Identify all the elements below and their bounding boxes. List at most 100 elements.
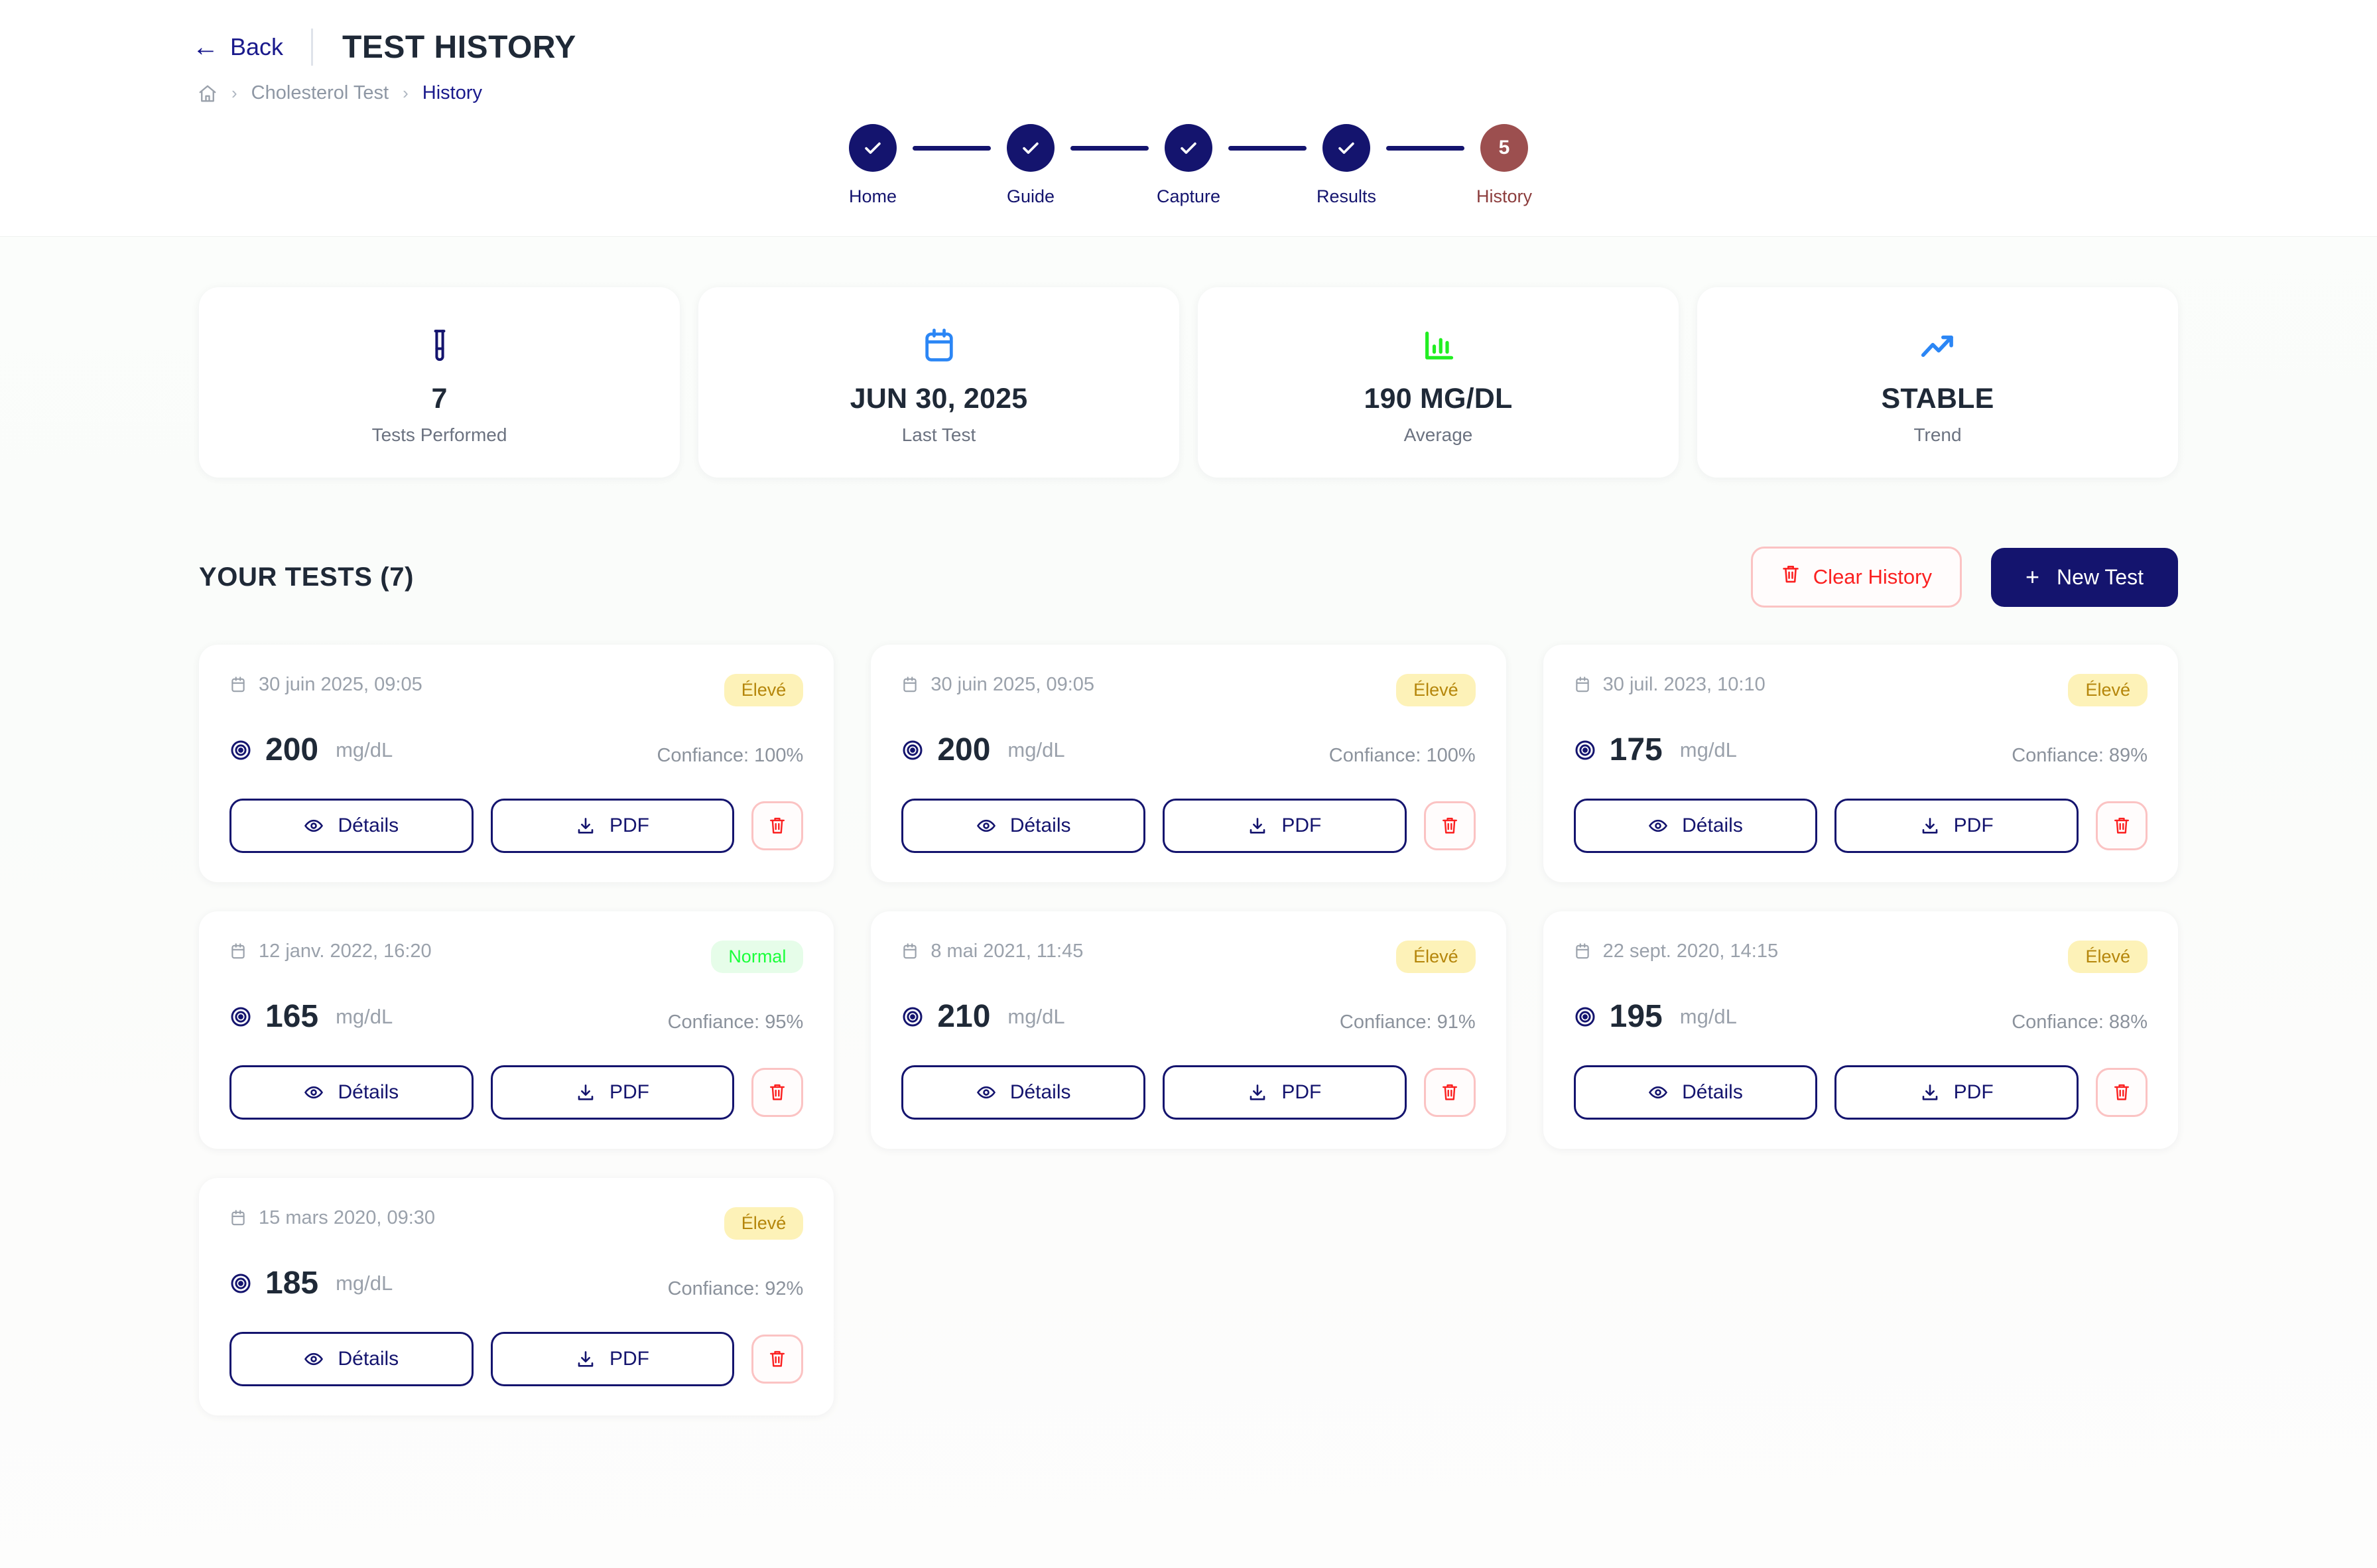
test-value: 200 bbox=[937, 732, 991, 767]
test-card[interactable]: 8 mai 2021, 11:45 Élevé 210 mg/dL Confia… bbox=[871, 911, 1506, 1149]
stat-value-trend: STABLE bbox=[1881, 383, 1994, 415]
pdf-button[interactable]: PDF bbox=[490, 799, 735, 853]
delete-test-button[interactable] bbox=[1423, 1068, 1476, 1117]
breadcrumb-item-history[interactable]: History bbox=[422, 82, 482, 103]
eye-icon bbox=[304, 1349, 324, 1369]
stat-value-tests-performed: 7 bbox=[431, 383, 448, 415]
tests-grid: 30 juin 2025, 09:05 Élevé 200 mg/dL Conf… bbox=[199, 645, 2178, 1415]
details-button[interactable]: Détails bbox=[229, 1065, 474, 1120]
step-circle-guide[interactable] bbox=[1007, 124, 1055, 172]
status-badge: Élevé bbox=[724, 674, 804, 706]
test-unit: mg/dL bbox=[1679, 1004, 1737, 1028]
stepper-step-history[interactable]: 5 History bbox=[1464, 124, 1544, 207]
pdf-button[interactable]: PDF bbox=[1834, 1065, 2079, 1120]
details-button[interactable]: Détails bbox=[229, 1332, 474, 1386]
details-button[interactable]: Détails bbox=[901, 799, 1145, 853]
clear-history-button[interactable]: Clear History bbox=[1750, 547, 1962, 608]
delete-test-button[interactable] bbox=[2096, 1068, 2148, 1117]
test-card-actions: Détails PDF bbox=[229, 1332, 804, 1386]
test-value: 210 bbox=[937, 999, 991, 1034]
step-circle-home[interactable] bbox=[849, 124, 897, 172]
test-date-label: 30 juin 2025, 09:05 bbox=[259, 674, 422, 695]
test-card-actions: Détails PDF bbox=[901, 799, 1476, 853]
delete-test-button[interactable] bbox=[2096, 801, 2148, 850]
test-unit: mg/dL bbox=[336, 738, 393, 761]
stat-value-last-test: JUN 30, 2025 bbox=[850, 383, 1028, 415]
step-label-capture: Capture bbox=[1156, 186, 1221, 206]
stepper-connector-2 bbox=[1070, 146, 1149, 151]
test-unit: mg/dL bbox=[1007, 1004, 1065, 1028]
pdf-button[interactable]: PDF bbox=[1834, 799, 2079, 853]
test-card[interactable]: 30 juin 2025, 09:05 Élevé 200 mg/dL Conf… bbox=[871, 645, 1506, 882]
breadcrumb-item-cholesterol-test[interactable]: Cholesterol Test bbox=[251, 82, 389, 103]
delete-test-button[interactable] bbox=[1423, 801, 1476, 850]
target-icon bbox=[229, 739, 252, 761]
delete-test-button[interactable] bbox=[751, 801, 804, 850]
details-label: Détails bbox=[338, 1081, 399, 1103]
pdf-button[interactable]: PDF bbox=[1163, 1065, 1407, 1120]
trash-icon bbox=[768, 1082, 787, 1102]
stepper-step-home[interactable]: Home bbox=[833, 124, 913, 207]
app-header: ← Back TEST HISTORY › Cholesterol Test ›… bbox=[0, 0, 2377, 236]
home-icon[interactable] bbox=[198, 84, 218, 103]
test-unit: mg/dL bbox=[1007, 738, 1065, 761]
test-date-label: 15 mars 2020, 09:30 bbox=[259, 1207, 436, 1228]
eye-icon bbox=[1648, 816, 1668, 836]
delete-test-button[interactable] bbox=[751, 1068, 804, 1117]
test-card-value-row: 175 mg/dL Confiance: 89% bbox=[1574, 732, 2148, 768]
details-button[interactable]: Détails bbox=[229, 799, 474, 853]
test-card-header: 15 mars 2020, 09:30 Élevé bbox=[229, 1207, 804, 1240]
trending-up-icon bbox=[1710, 324, 2165, 368]
step-circle-capture[interactable] bbox=[1165, 124, 1212, 172]
stepper-connector-3 bbox=[1228, 146, 1307, 151]
test-card-actions: Détails PDF bbox=[901, 1065, 1476, 1120]
test-confidence: Confiance: 88% bbox=[2012, 1011, 2148, 1033]
test-date: 8 mai 2021, 11:45 bbox=[901, 941, 1083, 962]
status-badge: Élevé bbox=[1396, 941, 1476, 973]
test-unit: mg/dL bbox=[336, 1271, 393, 1295]
stat-label-trend: Trend bbox=[1913, 425, 1962, 445]
test-value: 195 bbox=[1609, 999, 1663, 1034]
target-icon bbox=[1574, 739, 1596, 761]
details-button[interactable]: Détails bbox=[1573, 799, 1818, 853]
calendar-icon bbox=[1574, 676, 1591, 694]
stepper-step-results[interactable]: Results bbox=[1307, 124, 1386, 207]
stepper-step-guide[interactable]: Guide bbox=[991, 124, 1070, 207]
pdf-button[interactable]: PDF bbox=[490, 1332, 735, 1386]
back-button[interactable]: ← Back bbox=[192, 33, 283, 61]
section-action-buttons: Clear History + New Test bbox=[1750, 547, 2178, 608]
calendar-icon bbox=[712, 324, 1166, 368]
test-card-header: 22 sept. 2020, 14:15 Élevé bbox=[1574, 941, 2148, 973]
test-card[interactable]: 22 sept. 2020, 14:15 Élevé 195 mg/dL Con… bbox=[1543, 911, 2178, 1149]
eye-icon bbox=[304, 1082, 324, 1102]
new-test-button[interactable]: + New Test bbox=[1990, 547, 2178, 607]
stepper-step-capture[interactable]: Capture bbox=[1149, 124, 1228, 207]
delete-test-button[interactable] bbox=[751, 1335, 804, 1384]
calendar-icon bbox=[229, 1209, 247, 1228]
test-card[interactable]: 15 mars 2020, 09:30 Élevé 185 mg/dL Conf… bbox=[199, 1178, 834, 1415]
eye-icon bbox=[976, 1082, 996, 1102]
pdf-label: PDF bbox=[610, 815, 649, 836]
download-icon bbox=[576, 816, 596, 836]
pdf-button[interactable]: PDF bbox=[490, 1065, 735, 1120]
test-unit: mg/dL bbox=[1679, 738, 1737, 761]
details-button[interactable]: Détails bbox=[901, 1065, 1145, 1120]
stat-label-average: Average bbox=[1403, 425, 1473, 445]
step-label-home: Home bbox=[848, 186, 897, 206]
step-circle-results[interactable] bbox=[1322, 124, 1370, 172]
pdf-button[interactable]: PDF bbox=[1163, 799, 1407, 853]
stat-card-last-test: JUN 30, 2025 Last Test bbox=[698, 287, 1179, 478]
calendar-icon bbox=[229, 943, 247, 961]
stepper-connector-1 bbox=[913, 146, 991, 151]
step-circle-history[interactable]: 5 bbox=[1480, 124, 1528, 172]
test-card[interactable]: 12 janv. 2022, 16:20 Normal 165 mg/dL Co… bbox=[199, 911, 834, 1149]
test-date: 30 juil. 2023, 10:10 bbox=[1574, 674, 1766, 696]
test-card[interactable]: 30 juin 2025, 09:05 Élevé 200 mg/dL Conf… bbox=[199, 645, 834, 882]
step-label-guide: Guide bbox=[1006, 186, 1055, 206]
test-value-group: 165 mg/dL bbox=[229, 998, 393, 1035]
eye-icon bbox=[304, 816, 324, 836]
details-button[interactable]: Détails bbox=[1573, 1065, 1818, 1120]
pdf-label: PDF bbox=[610, 1081, 649, 1103]
test-card[interactable]: 30 juil. 2023, 10:10 Élevé 175 mg/dL Con… bbox=[1543, 645, 2178, 882]
